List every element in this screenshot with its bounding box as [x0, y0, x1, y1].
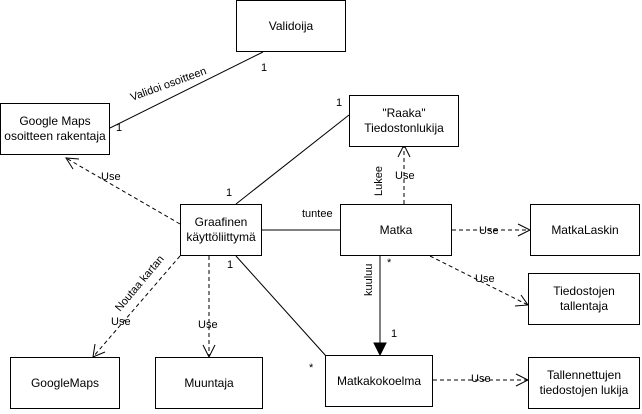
class-validoija: Validoija [236, 0, 346, 52]
edge-label-use-tallentaja: Use [475, 273, 495, 285]
edge-label-lukee: Lukee [373, 166, 385, 196]
class-matka: Matka [340, 204, 452, 256]
class-muuntaja: Muuntaja [155, 357, 263, 409]
edge-label-tuntee: tuntee [302, 208, 333, 220]
edge-validoi-osoitteen [109, 51, 264, 129]
class-tiedostojen-tallentaja: Tiedostojen tallentaja [528, 273, 640, 325]
class-googlemaps: GoogleMaps [10, 357, 120, 409]
mult-gmbuilder-1: 1 [116, 122, 122, 134]
edge-label-use-gmbuilder: Use [101, 171, 121, 183]
arrowhead-googlemaps [92, 343, 106, 358]
mult-matka-star: * [387, 257, 392, 269]
edge-label-validoi-osoitteen: Validoi osoitteen [129, 65, 208, 104]
edge-gui-kokoelma [235, 255, 327, 357]
edge-gui-googlemaps [92, 255, 181, 358]
class-matkakokoelma: Matkakokoelma [325, 355, 433, 407]
class-raaka-tiedostonlukija: "Raaka" Tiedostonlukija [349, 95, 459, 147]
class-tallennettujen-tiedostojen-lukija: Tallennettujen tiedostojen lukija [528, 357, 640, 409]
arrowhead-gmbuilder [65, 157, 80, 170]
edge-gui-raaka [235, 114, 350, 205]
mult-kokoelma-1: 1 [391, 328, 397, 340]
class-matkalaskin: MatkaLaskin [530, 204, 640, 256]
edge-label-use-raaka: Use [395, 170, 415, 182]
mult-raaka-1: 1 [336, 97, 342, 109]
mult-kokoelma-star: * [309, 362, 314, 374]
edge-label-use-laskin: Use [479, 225, 499, 237]
edge-gui-gmbuilder [65, 157, 181, 225]
edge-label-use-lukija: Use [471, 373, 491, 385]
edge-label-noutaa-kartan: Noutaa kartan [113, 253, 167, 314]
class-google-maps-osoitteen-rakentaja: Google Maps osoitteen rakentaja [0, 103, 110, 155]
mult-gui-kokoelma-1: 1 [227, 259, 233, 271]
edge-matka-tallentaja [429, 255, 529, 306]
edge-label-use-googlemaps: Use [111, 316, 131, 328]
mult-gui-raaka-1: 1 [226, 187, 232, 199]
edge-label-kuuluu: kuuluu [363, 264, 375, 296]
mult-validoija-1: 1 [261, 62, 267, 74]
edge-label-use-muuntaja: Use [198, 319, 218, 331]
class-graafinen-kayttoliittyma: Graafinen käyttöliittymä [180, 204, 262, 256]
arrowhead-kokoelma [373, 342, 387, 357]
